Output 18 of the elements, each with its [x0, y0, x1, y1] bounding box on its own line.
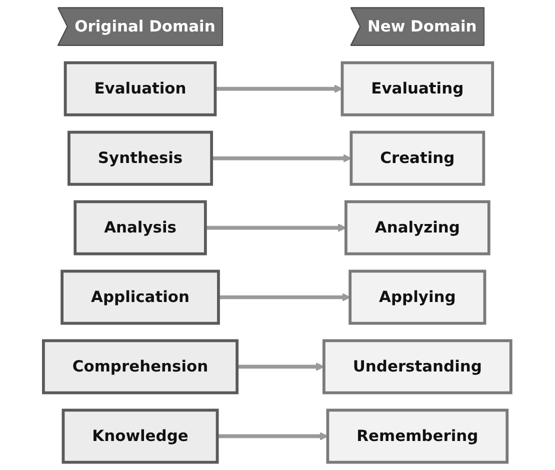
node-box: Comprehension [42, 339, 239, 394]
arrow [237, 362, 325, 371]
node-box: Remembering [326, 408, 509, 464]
arrow [206, 224, 347, 232]
node-box: Synthesis [68, 130, 214, 186]
node-box: Evaluation [64, 61, 217, 116]
arrow [216, 84, 343, 94]
arrow [212, 154, 352, 163]
node-box: Analysis [74, 200, 208, 256]
arrow [218, 432, 328, 440]
node-box: Application [60, 270, 220, 325]
node-box: Applying [348, 270, 487, 325]
node-box: Knowledge [62, 408, 220, 464]
node-box: Evaluating [341, 61, 494, 116]
arrow [218, 293, 351, 302]
node-box: Understanding [322, 339, 513, 394]
node-box: Analyzing [344, 200, 491, 256]
node-box: Creating [350, 130, 486, 186]
